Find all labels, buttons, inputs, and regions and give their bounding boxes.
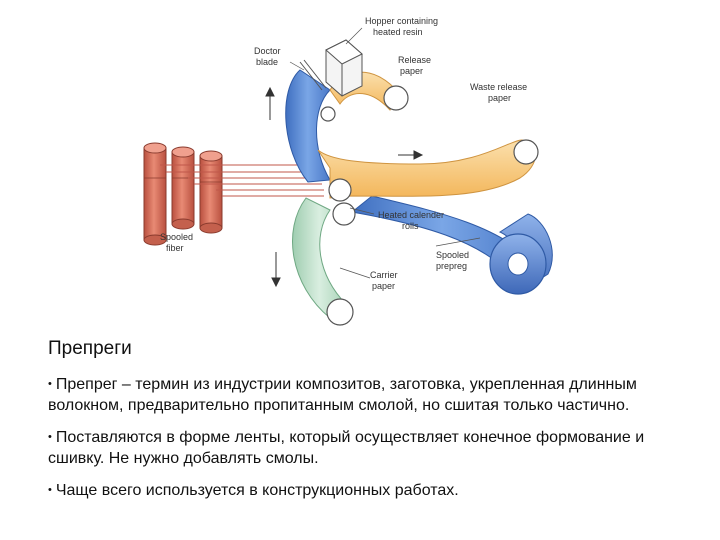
calender-roll-bottom xyxy=(332,202,356,226)
fiber-spool xyxy=(199,150,223,234)
release-paper-roller xyxy=(383,85,409,111)
rollers xyxy=(320,85,539,326)
label-spooled-prepreg: Spooled prepreg xyxy=(436,250,472,271)
label-hopper: Hopper containing heated resin xyxy=(365,16,441,37)
carrier-paper-roller xyxy=(326,298,354,326)
label-heated-calender-rolls: Heated calender rolls xyxy=(378,210,447,231)
fiber-spool xyxy=(143,142,167,246)
waste-release-paper-roller xyxy=(513,139,539,165)
label-release-paper: Release paper xyxy=(398,55,434,76)
bullet-item: •Чаще всего используется в конструкционн… xyxy=(48,480,688,501)
guide-roller-left xyxy=(320,106,336,122)
release-paper-belt xyxy=(285,69,331,183)
direction-arrows xyxy=(265,86,424,288)
bullet-text: Чаще всего используется в конструкционны… xyxy=(55,482,459,499)
label-spooled-fiber: Spooled fiber xyxy=(160,232,196,253)
bullet-marker: • xyxy=(48,378,52,390)
slide-heading: Препреги xyxy=(48,338,132,359)
fiber-spools xyxy=(143,142,223,246)
fiber-spool xyxy=(171,146,195,230)
spooled-prepreg-roll xyxy=(489,213,553,295)
calender-roll-top xyxy=(328,178,352,202)
bullet-text: Поставляются в форме ленты, который осущ… xyxy=(48,429,645,467)
bullet-marker: • xyxy=(48,431,52,443)
bullet-text: Препрег – термин из индустрии композитов… xyxy=(48,376,637,414)
text-block: Препреги •Препрег – термин из индустрии … xyxy=(48,338,688,512)
resin-hopper xyxy=(325,39,363,97)
doctor-blade xyxy=(299,59,327,91)
label-doctor-blade: Doctor blade xyxy=(254,46,283,67)
fiber-strands xyxy=(160,164,324,197)
bullet-marker: • xyxy=(48,484,52,496)
leader-lines xyxy=(289,27,481,279)
label-waste-release-paper: Waste release paper xyxy=(470,82,530,103)
prepreg-process-diagram: Hopper containing heated resin Doctor bl… xyxy=(143,16,553,326)
bullet-item: •Поставляются в форме ленты, который осу… xyxy=(48,427,688,469)
label-carrier-paper: Carrier paper xyxy=(370,270,400,291)
bullet-item: •Препрег – термин из индустрии композито… xyxy=(48,374,688,416)
